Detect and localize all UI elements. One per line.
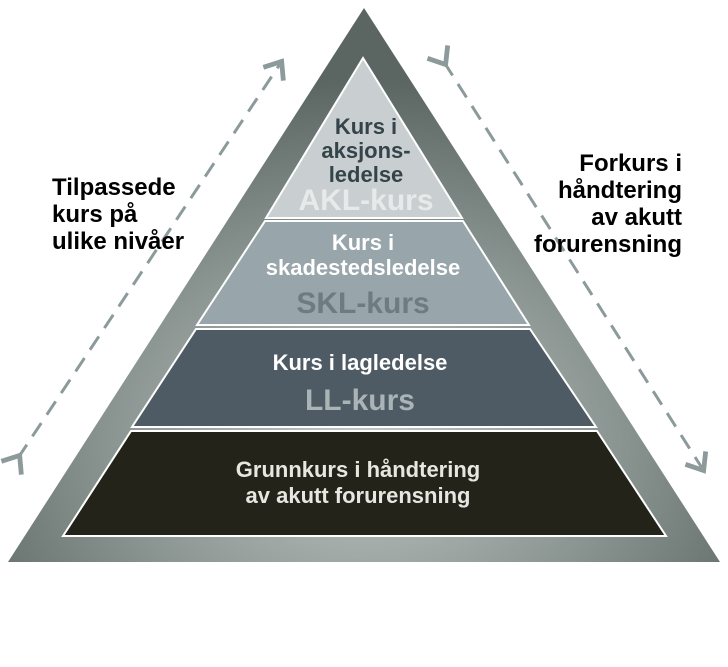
right-label-line: Forkurs i — [579, 150, 682, 177]
level-akl-title-1: Kurs i — [335, 114, 397, 139]
left-label-line: kurs på — [52, 201, 138, 228]
right-label-line: forurensning — [534, 231, 682, 258]
level-base-title-1: Grunnkurs i håndtering — [236, 457, 480, 482]
left-label-line: ulike nivåer — [52, 228, 185, 255]
level-akl-title-3: ledelse — [329, 162, 404, 187]
left-side-label: Tilpassede kurs på ulike nivåer — [52, 174, 202, 255]
level-akl-title-2: aksjons- — [321, 138, 410, 163]
level-skl-title-1: Kurs i — [332, 230, 394, 255]
right-side-label: Forkurs i håndtering av akutt forurensni… — [522, 150, 682, 258]
level-skl-code: SKL-kurs — [296, 287, 429, 320]
level-skl-title-2: skadestedsledelse — [266, 255, 460, 280]
level-base-title-2: av akutt forurensning — [246, 483, 471, 508]
left-double-arrow — [0, 58, 286, 475]
right-label-line: av akutt — [591, 204, 682, 231]
right-label-line: håndtering — [558, 177, 682, 204]
level-ll-code: LL-kurs — [305, 384, 415, 417]
pyramid-level-akl — [264, 56, 464, 219]
left-label-line: Tilpassede — [52, 174, 176, 201]
level-akl-code: AKL-kurs — [298, 184, 433, 217]
right-double-arrow — [426, 45, 709, 474]
level-ll-title-1: Kurs i lagledelse — [273, 350, 448, 375]
